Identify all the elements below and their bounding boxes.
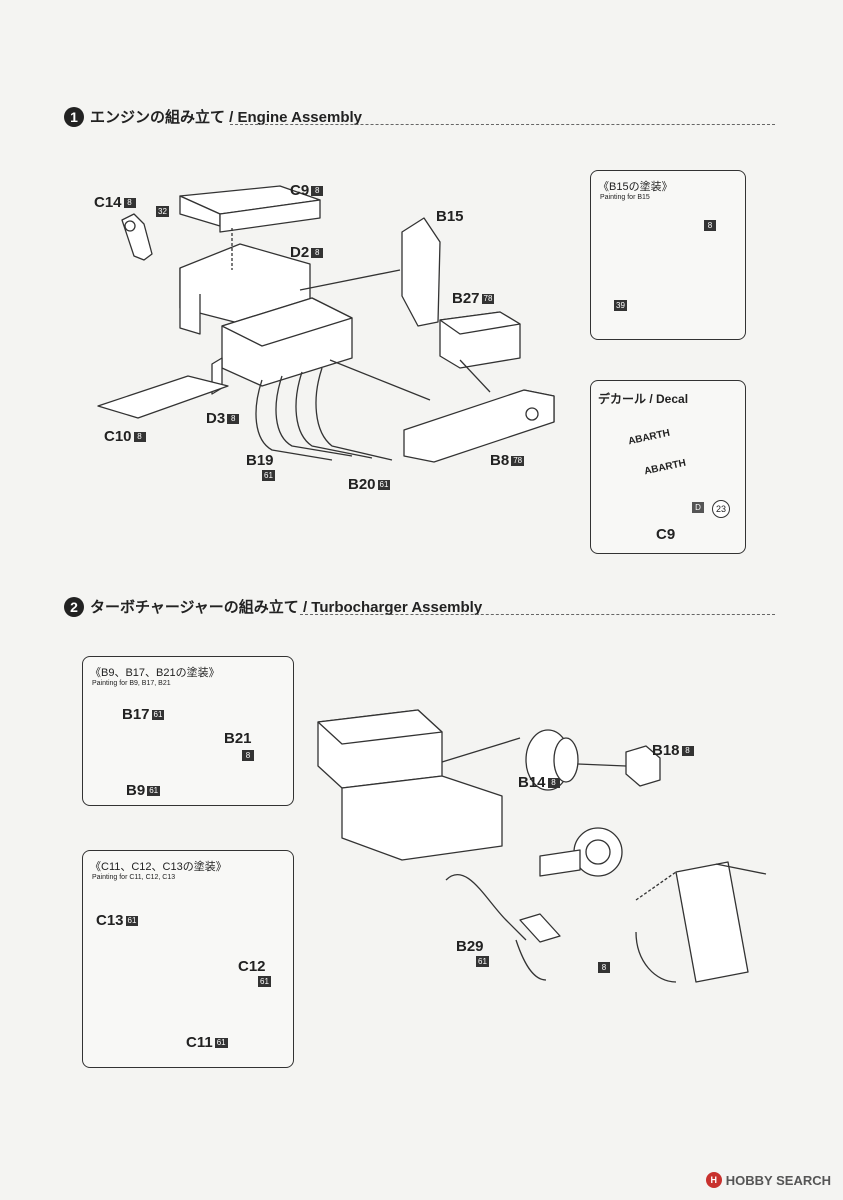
part-c9-label: C9 [290,182,310,199]
part-b19-tag: 61 [262,470,275,481]
part-b21: B21 [224,730,252,747]
watermark-text: HOBBY SEARCH [725,1172,831,1188]
step2-divider [300,614,775,615]
part-b20-label: B20 [348,476,376,493]
part-b18-label: B18 [652,742,680,759]
decal-number: 23 [712,500,730,518]
step2-number: 2 [64,596,84,617]
part-b19-label: B19 [246,452,274,469]
painting-box-c11-c12-c13 [82,850,294,1068]
painting-box-2-subtitle: Painting for C11, C12, C13 [92,874,176,881]
part-b8-label: B8 [490,452,510,469]
part-c13-label: C13 [96,912,124,929]
part-b15: B15 [436,208,464,225]
part-c14-label: C14 [94,194,122,211]
part-b19: B19 [246,452,274,469]
part-b29-tag: 61 [476,956,489,967]
part-b27-tag: 78 [481,294,495,305]
part-c12: C12 [238,958,266,975]
step1-title: エンジンの組み立て / Engine Assembly [90,109,362,126]
part-b21-label: B21 [224,730,252,747]
painting-box-b15-subtitle: Painting for B15 [600,194,650,201]
part-c12-label: C12 [238,958,266,975]
part-d2-tag: 8 [311,248,324,259]
painting-b15-tag-top: 8 [704,220,716,231]
part-b14-label: B14 [518,774,546,791]
part-b17-label: B17 [122,706,150,723]
part-b15-label: B15 [436,208,464,225]
part-b18-tag: 8 [681,746,694,757]
part-c11-label: C11 [186,1034,213,1051]
part-c12-tag: 61 [258,976,271,987]
painting-box-b9-b17-b21 [82,656,294,806]
painting-box-1-subtitle: Painting for B9, B17, B21 [92,680,171,687]
painting-box-b15 [590,170,746,340]
part-b9-tag: 61 [147,786,161,797]
part-d3-tag: 8 [227,414,240,425]
decal-box-title: デカール / Decal [598,392,689,406]
turbo-paint-tag: 8 [598,962,610,973]
part-b20-tag: 61 [377,480,391,491]
decal-letter: D [692,502,704,513]
part-c14-tag: 8 [123,198,136,209]
painting-box-2-title: 《C11、C12、C13の塗装》 [90,861,227,873]
step2-title: ターボチャージャーの組み立て / Turbocharger Assembly [90,599,483,616]
watermark: H HOBBY SEARCH [705,1172,831,1188]
step1-number: 1 [64,106,84,127]
part-b29: B29 [456,938,484,955]
painting-b15-tag-bottom: 39 [614,300,627,311]
decal-part-c9: C9 [656,526,676,543]
step2-header: 2 ターボチャージャーの組み立て / Turbocharger Assembly [64,596,482,617]
part-b29-label: B29 [456,938,484,955]
part-c10-tag: 8 [133,432,146,443]
part-b8-tag: 78 [511,456,525,467]
painting-box-1-title: 《B9、B17、B21の塗装》 [90,667,220,679]
painting-box-b15-title: 《B15の塗装》 [598,181,673,193]
step1-header: 1 エンジンの組み立て / Engine Assembly [64,106,362,127]
part-c13-tag: 61 [125,916,139,927]
part-c11-tag: 61 [214,1038,228,1049]
part-d3-label: D3 [206,410,226,427]
part-b14-tag: 8 [547,778,560,789]
part-d2-label: D2 [290,244,310,261]
part-b17-tag: 61 [151,710,165,721]
hobby-search-logo-icon: H [705,1172,722,1188]
part-b21-tag: 8 [242,750,254,761]
callout-32: 32 [156,206,169,217]
part-b9-label: B9 [126,782,146,799]
part-b27-label: B27 [452,290,480,307]
part-c10-label: C10 [104,428,132,445]
decal-box [590,380,746,554]
part-c9-tag: 8 [311,186,324,197]
step1-divider [230,124,775,125]
